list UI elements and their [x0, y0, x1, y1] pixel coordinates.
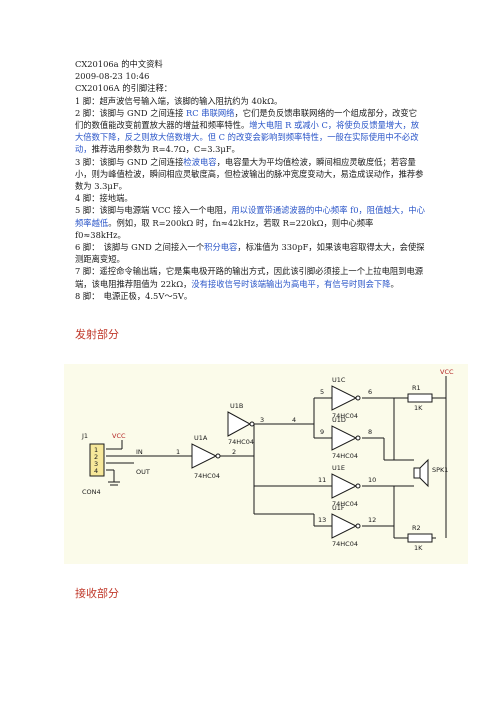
connector-j1 — [89, 443, 105, 477]
connector-pin-label: 2 — [94, 453, 98, 461]
gate-part-label: 74HC04 — [228, 438, 254, 446]
pin-number-label: 1 — [176, 448, 180, 456]
pin-7-text: 。 — [390, 278, 399, 289]
gate-name-label: U1F — [332, 504, 345, 512]
pin-number-label: 9 — [320, 428, 324, 436]
gate-u1b-bubble — [249, 421, 255, 427]
speaker-label: SPK1 — [432, 466, 448, 474]
pin-number-label: 4 — [292, 416, 296, 424]
section-heading-receive: 接收部分 — [75, 587, 119, 600]
pin-2-text: ，它们是负反馈串联网络的一个组成部分，改变它们的数值能改变前置放大器的增益和频率… — [75, 107, 418, 131]
gate-u1a — [191, 443, 218, 469]
pin-4-note: 4 脚：接地端。 — [75, 193, 133, 204]
pin-5-text: 5 脚：该脚与电源端 VCC 接入一个电阻， — [75, 205, 232, 216]
inverter-gates — [191, 385, 361, 539]
pin-2-highlight: 增大电阻 R 或减小 C，将使负反馈量增大，放大倍数下降，反之则放大倍数增大。但… — [75, 120, 420, 155]
pin-5-text: 。例如，取 R=200kΩ 时，fn≈42kHz，若取 R=220kΩ，则中心频… — [75, 217, 374, 240]
pin-2-text: 2 脚：该脚与 GND 之间连接 — [75, 107, 187, 118]
gate-u1f-bubble — [355, 523, 361, 529]
pin-6-link[interactable]: 积分电容 — [204, 242, 238, 253]
gate-part-label: 74HC04 — [332, 500, 358, 508]
pin-6-text: ，标准值为 330pF，如果该电容取得太大，会使探测距离变短。 — [75, 242, 425, 265]
gate-u1e — [331, 473, 358, 499]
pin-3-text: ，电容量大为平均值检波，瞬间相应灵敏度低；若容量小，则为峰值检波，瞬间相应灵敏度… — [75, 156, 424, 192]
pin-5-highlight: 用以设置带通滤波器的中心频率 f0，阻值越大，中心频率越低 — [75, 205, 425, 228]
transmitter-schematic: VCC J1 VCC IN OUT CON4 1 2 3 4 U1A 74HC0… — [64, 364, 468, 564]
r2-label: R2 — [412, 524, 421, 532]
pin-6-note: 6 脚： 该脚与 GND 之间接入一个积分电容，标准值为 330pF，如果该电容… — [75, 241, 425, 265]
pin-number-label: 13 — [318, 516, 326, 524]
j1-label: J1 — [81, 432, 88, 440]
pin-number-label: 12 — [368, 516, 376, 524]
doc-title: CX20106a 的中文资料 — [75, 59, 163, 69]
pin-notes: CX20106a 的中文资料 2009-08-23 10:46 CX20106A… — [75, 58, 425, 302]
gate-u1f — [331, 513, 358, 539]
gate-u1c — [331, 385, 358, 411]
gate-part-label: 74HC04 — [332, 412, 358, 420]
pin-number-label: 2 — [232, 448, 236, 456]
pin-2-params: 推荐选用参数为 R=4.7Ω，C=3.3μF。 — [91, 144, 240, 155]
pin-5-note: 5 脚：该脚与电源端 VCC 接入一个电阻，用以设置带通滤波器的中心频率 f0，… — [75, 204, 425, 241]
connector-pin-label: 1 — [94, 446, 98, 454]
resistor-r2 — [407, 533, 433, 543]
doc-date: 2009-08-23 10:46 — [75, 71, 150, 82]
pin-number-label: 10 — [368, 476, 376, 484]
gate-u1d — [331, 425, 358, 451]
net-in-label: IN — [136, 448, 143, 456]
j1-vcc-label: VCC — [112, 432, 126, 440]
pin-3-text: 3 脚：该脚与 GND 之间连接 — [75, 156, 184, 167]
gate-u1c-bubble — [355, 395, 361, 401]
pin-7-text: 7 脚：遥控命令输出端，它是集电极开路的输出方式，因此该引脚必须接上一个上拉电阻… — [75, 266, 424, 289]
gate-part-label: 74HC04 — [194, 472, 220, 480]
wires — [106, 376, 447, 539]
vcc-label: VCC — [440, 368, 454, 376]
speaker-spk1 — [413, 458, 429, 488]
gate-u1b — [227, 411, 252, 437]
pin-1-note: 1 脚：超声波信号输入端，该脚的输入阻抗约为 40kΩ。 — [75, 95, 283, 106]
pin-number-label: 3 — [260, 416, 264, 424]
schematic-labels: VCC J1 VCC IN OUT CON4 1 2 3 4 U1A 74HC0… — [81, 368, 454, 552]
pin-7-note: 7 脚：遥控命令输出端，它是集电极开路的输出方式，因此该引脚必须接上一个上拉电阻… — [75, 265, 425, 289]
pin-number-label: 5 — [320, 388, 324, 396]
connector-pin-label: 3 — [94, 460, 98, 468]
gate-part-label: 74HC04 — [332, 452, 358, 460]
pin-number-label: 6 — [368, 388, 372, 396]
gate-u1a-bubble — [215, 453, 221, 459]
pin-intro: CX20106A 的引脚注释： — [75, 83, 173, 94]
pin-number-label: 8 — [368, 428, 372, 436]
pin-2-link[interactable]: RC 串联网络 — [186, 107, 235, 118]
gate-name-label: U1B — [230, 402, 243, 410]
section-heading-transmit: 发射部分 — [75, 328, 119, 341]
gate-part-label: 74HC04 — [332, 540, 358, 548]
pin-3-link[interactable]: 检波电容 — [183, 156, 217, 167]
gate-u1e-bubble — [355, 483, 361, 489]
gate-name-label: U1E — [332, 464, 345, 472]
gate-u1d-bubble — [355, 435, 361, 441]
pin-7-highlight: 没有接收信号时该端输出为高电平，有信号时则会下降 — [191, 278, 391, 289]
pin-number-label: 11 — [318, 476, 326, 484]
connector-pin-label: 4 — [94, 467, 98, 475]
resistor-r1 — [407, 393, 433, 403]
gate-name-label: U1C — [332, 376, 346, 384]
gate-name-label: U1D — [332, 416, 346, 424]
pin-8-note: 8 脚： 电源正极，4.5V～5V。 — [75, 290, 193, 301]
gate-name-label: U1A — [194, 434, 208, 442]
pin-3-note: 3 脚：该脚与 GND 之间连接检波电容，电容量大为平均值检波，瞬间相应灵敏度低… — [75, 156, 425, 193]
pin-2-note: 2 脚：该脚与 GND 之间连接 RC 串联网络，它们是负反馈串联网络的一个组成… — [75, 107, 425, 156]
connector-part-label: CON4 — [82, 488, 101, 496]
net-out-label: OUT — [136, 468, 150, 476]
r1-label: R1 — [412, 384, 421, 392]
r2-value-label: 1K — [414, 544, 423, 552]
pin-6-text: 6 脚： 该脚与 GND 之间接入一个 — [75, 242, 205, 253]
r1-value-label: 1K — [414, 404, 423, 412]
